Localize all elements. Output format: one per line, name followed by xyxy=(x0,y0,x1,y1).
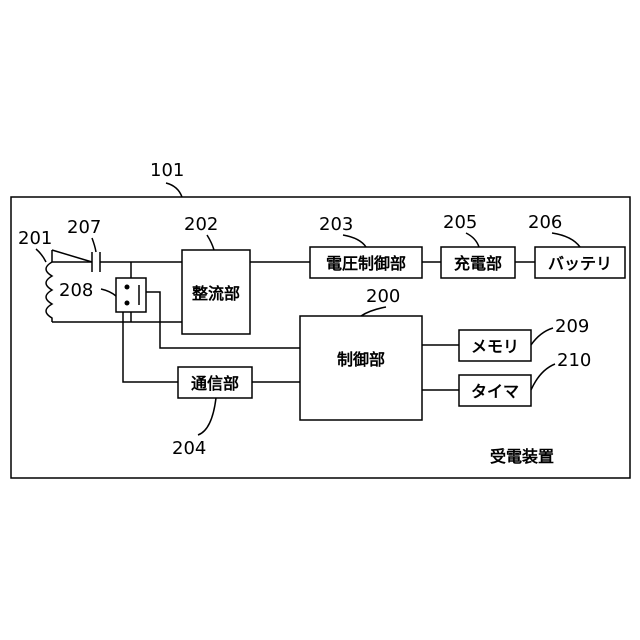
capacitor-ref: 207 xyxy=(67,217,101,238)
charger-ref: 205 xyxy=(443,212,477,233)
timer-label: タイマ xyxy=(471,382,519,401)
controller-leader xyxy=(361,307,386,316)
coil-symbol xyxy=(46,250,52,322)
wire-top-left xyxy=(52,250,92,262)
voltage-control-ref: 203 xyxy=(319,214,353,235)
voltage-control-leader xyxy=(343,235,366,247)
device-caption: 受電装置 xyxy=(490,447,554,466)
device-ref: 101 xyxy=(150,160,184,181)
capacitor-leader xyxy=(92,238,96,252)
voltage-control-label: 電圧制御部 xyxy=(326,254,406,273)
memory-label: メモリ xyxy=(471,337,519,356)
timer-ref: 210 xyxy=(557,350,591,371)
memory-ref: 209 xyxy=(555,316,589,337)
memory-leader xyxy=(531,328,553,345)
rectifier-label: 整流部 xyxy=(191,284,240,303)
controller-ref: 200 xyxy=(366,286,400,307)
rectifier-leader xyxy=(207,235,214,250)
switch-leader xyxy=(101,289,116,296)
rectifier-ref: 202 xyxy=(184,214,218,235)
controller-label: 制御部 xyxy=(337,350,385,369)
communication-leader xyxy=(198,398,216,435)
battery-leader xyxy=(552,233,580,247)
coil-ref: 201 xyxy=(18,228,52,249)
switch-box xyxy=(116,278,146,312)
timer-leader xyxy=(531,364,555,390)
charger-leader xyxy=(466,233,479,247)
device-leader xyxy=(166,183,182,197)
charger-label: 充電部 xyxy=(454,254,502,273)
battery-ref: 206 xyxy=(528,212,562,233)
communication-ref: 204 xyxy=(172,438,206,459)
coil-leader xyxy=(36,249,46,262)
switch-contact-top xyxy=(125,285,130,290)
switch-contact-bottom xyxy=(125,301,130,306)
battery-label: バッテリ xyxy=(548,254,612,273)
communication-label: 通信部 xyxy=(191,374,239,393)
switch-ref: 208 xyxy=(59,280,93,301)
